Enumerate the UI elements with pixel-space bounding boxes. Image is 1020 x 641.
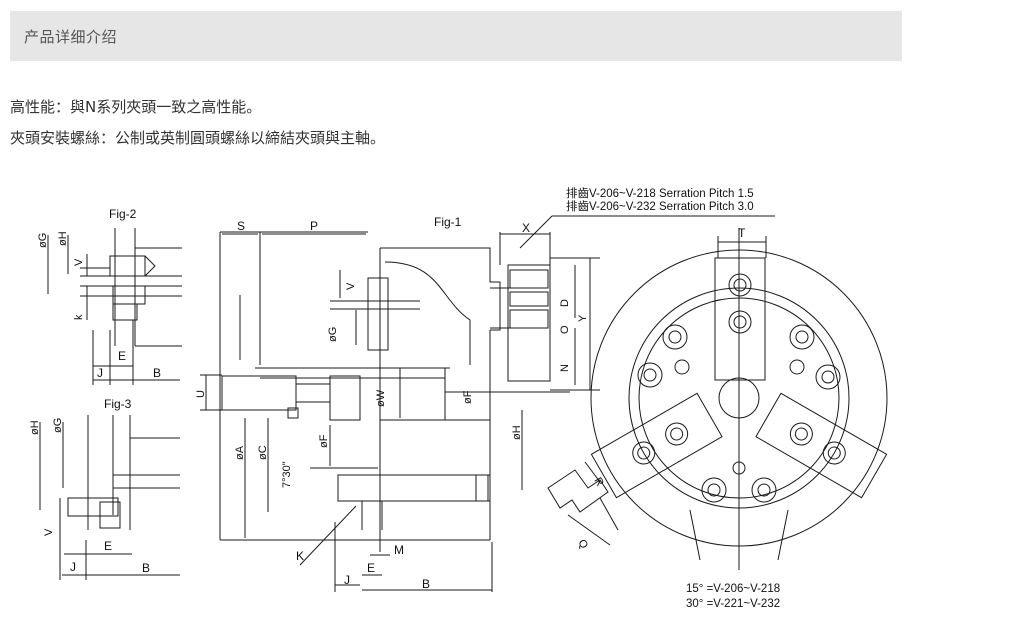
fig3-detail: [39, 415, 180, 580]
fig1-dimensions: [200, 215, 775, 592]
jaw-serration-detail: [547, 461, 619, 546]
fig1-dim-b: B: [422, 577, 430, 591]
fig2-dim-v: V: [73, 258, 85, 266]
description-mounting-screws: 夾頭安裝螺絲：公制或英制圓頭螺絲以締結夾頭與主軸。: [10, 129, 386, 147]
fig1-dim-w: øW: [375, 389, 387, 407]
fig3-dim-b: B: [142, 561, 150, 575]
fig1-dim-x: X: [522, 221, 530, 235]
chuck-front-view: [590, 228, 888, 570]
fig1-dim-c: øC: [257, 445, 269, 460]
fig1-dim-j: J: [344, 573, 350, 587]
fig3-label: Fig-3: [104, 397, 132, 411]
fig1-dim-n: N: [559, 364, 571, 372]
fig3-dim-v: V: [43, 528, 55, 536]
angle-note-1: 15° =V-206~V-218: [686, 583, 780, 595]
fig1-dim-y: Y: [577, 314, 589, 322]
fig1-dim-m: M: [394, 543, 404, 557]
section-header: 产品详细介绍: [10, 11, 902, 61]
fig1-dim-h: øH: [511, 425, 523, 440]
fig2-dim-g: øG: [37, 233, 49, 248]
fig1-dim-p: P: [310, 219, 318, 233]
detail-dim-q: Q: [575, 538, 590, 552]
description-performance: 高性能：與N系列夾頭一致之高性能。: [10, 98, 262, 116]
fig2-dim-j: J: [97, 366, 103, 380]
fig1-dim-d: D: [559, 299, 571, 307]
fig3-dim-j: J: [70, 560, 76, 574]
serration-note-1: 排齒V-206~V-218 Serration Pitch 1.5: [566, 186, 754, 200]
chuck-technical-drawing: Fig-2 Fig-3 Fig-1 排齒V-206~V-218 Serratio…: [29, 186, 888, 610]
fig1-dim-f: øF: [318, 434, 330, 448]
fig1-dim-v: V: [345, 282, 357, 290]
section-title: 产品详细介绍: [24, 27, 118, 46]
fig2-dim-k: k: [73, 314, 85, 320]
fig3-dim-h: øH: [29, 420, 41, 435]
fig1-angle-7-30: 7°30": [281, 461, 293, 488]
fig1-dim-g: øG: [327, 327, 339, 342]
angle-note-2: 30° =V-221~V-232: [686, 598, 780, 610]
fig2-dim-e: E: [118, 349, 126, 363]
fig1-label: Fig-1: [434, 215, 462, 229]
fig1-dim-u: U: [195, 390, 207, 398]
fig1-dim-f-small: øF: [462, 390, 474, 404]
fig1-dim-e: E: [367, 561, 375, 575]
fig2-dim-h: øH: [57, 231, 69, 246]
fig2-detail: [47, 228, 182, 385]
fig1-dim-o: O: [559, 325, 571, 334]
fig2-dim-b: B: [153, 366, 161, 380]
serration-note-2: 排齒V-206~V-232 Serration Pitch 3.0: [566, 199, 754, 213]
fig1-dim-a: øA: [234, 445, 246, 460]
front-dim-t: T: [738, 226, 746, 240]
fig1-dim-s: S: [237, 219, 245, 233]
fig3-dim-g: øG: [52, 418, 64, 433]
fig1-section-view: [219, 231, 570, 552]
fig2-label: Fig-2: [109, 207, 137, 221]
detail-dim-r: R: [591, 476, 605, 489]
fig1-dim-k: K: [296, 549, 304, 563]
fig3-dim-e: E: [104, 539, 112, 553]
